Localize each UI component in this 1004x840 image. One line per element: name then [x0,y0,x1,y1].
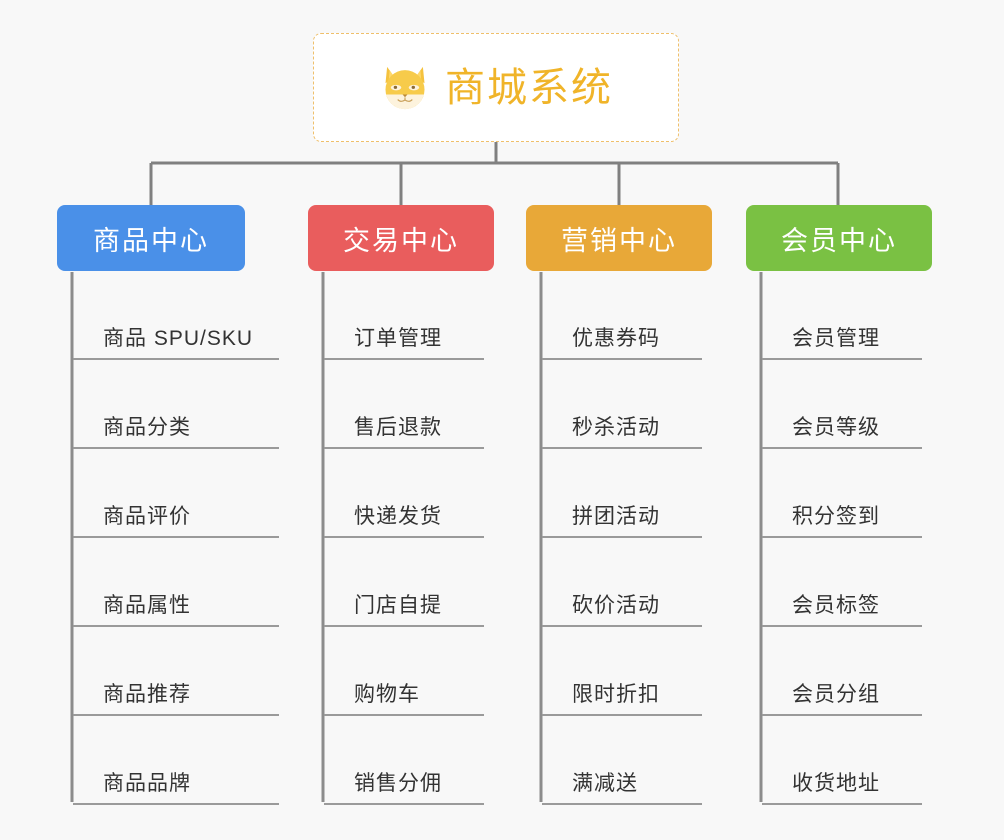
leaf-item-label: 商品属性 [103,594,191,617]
category-box-product-center[interactable]: 商品中心 [57,205,245,271]
leaf-item[interactable]: 会员分组 [762,627,922,716]
leaf-item-label: 门店自提 [354,594,442,617]
leaf-item-label: 秒杀活动 [572,416,660,439]
leaf-item[interactable]: 收货地址 [762,716,922,805]
leaf-item-label: 砍价活动 [572,594,660,617]
category-label: 交易中心 [343,225,459,256]
leaf-item[interactable]: 商品品牌 [73,716,279,805]
leaf-item[interactable]: 秒杀活动 [542,360,702,449]
leaf-list-member-center: 会员管理会员等级积分签到会员标签会员分组收货地址 [746,271,922,805]
leaf-list-trade-center: 订单管理售后退款快递发货门店自提购物车销售分佣 [308,271,484,805]
leaf-item-label: 收货地址 [792,772,880,795]
leaf-item[interactable]: 会员管理 [762,271,922,360]
leaf-item-label: 订单管理 [354,327,442,350]
leaf-item-label: 商品 SPU/SKU [103,327,254,350]
leaf-item[interactable]: 购物车 [324,627,484,716]
leaf-item[interactable]: 商品分类 [73,360,279,449]
leaf-item[interactable]: 商品 SPU/SKU [73,271,279,360]
leaf-item[interactable]: 商品评价 [73,449,279,538]
leaf-item-label: 售后退款 [354,416,442,439]
leaf-item-label: 限时折扣 [572,683,660,706]
leaf-item-label: 购物车 [354,683,420,706]
shiba-dog-icon [385,66,425,111]
leaf-item-label: 会员分组 [792,683,880,706]
leaf-item[interactable]: 订单管理 [324,271,484,360]
leaf-list-product-center: 商品 SPU/SKU 商品分类商品评价商品属性商品推荐商品品牌 [57,271,279,805]
leaf-item[interactable]: 砍价活动 [542,538,702,627]
leaf-item-label: 会员管理 [792,327,880,350]
leaf-item[interactable]: 售后退款 [324,360,484,449]
leaf-item-label: 积分签到 [792,505,880,528]
root-node[interactable]: 商城系统 [313,33,679,142]
leaf-item-label: 商品分类 [103,416,191,439]
root-title: 商城系统 [445,65,613,110]
leaf-item-label: 会员标签 [792,594,880,617]
leaf-item[interactable]: 会员标签 [762,538,922,627]
category-label: 商品中心 [93,225,209,256]
leaf-item[interactable]: 快递发货 [324,449,484,538]
leaf-item[interactable]: 限时折扣 [542,627,702,716]
leaf-item[interactable]: 会员等级 [762,360,922,449]
leaf-list-marketing-center: 优惠券码秒杀活动拼团活动砍价活动限时折扣满减送 [526,271,702,805]
leaf-item-label: 商品评价 [103,505,191,528]
category-box-trade-center[interactable]: 交易中心 [308,205,494,271]
leaf-item-label: 销售分佣 [354,772,442,795]
leaf-item-label: 满减送 [572,772,638,795]
leaf-item-label: 商品品牌 [103,772,191,795]
category-box-member-center[interactable]: 会员中心 [746,205,932,271]
category-label: 会员中心 [781,225,897,256]
leaf-item[interactable]: 商品属性 [73,538,279,627]
category-label: 营销中心 [561,225,677,256]
leaf-item-label: 快递发货 [354,505,442,528]
leaf-item[interactable]: 商品推荐 [73,627,279,716]
leaf-item[interactable]: 门店自提 [324,538,484,627]
leaf-item[interactable]: 积分签到 [762,449,922,538]
leaf-item-label: 商品推荐 [103,683,191,706]
leaf-item-label: 会员等级 [792,416,880,439]
leaf-item[interactable]: 满减送 [542,716,702,805]
leaf-item-label: 拼团活动 [572,505,660,528]
category-box-marketing-center[interactable]: 营销中心 [526,205,712,271]
leaf-item[interactable]: 优惠券码 [542,271,702,360]
leaf-item-label: 优惠券码 [572,327,660,350]
leaf-item[interactable]: 拼团活动 [542,449,702,538]
leaf-item[interactable]: 销售分佣 [324,716,484,805]
